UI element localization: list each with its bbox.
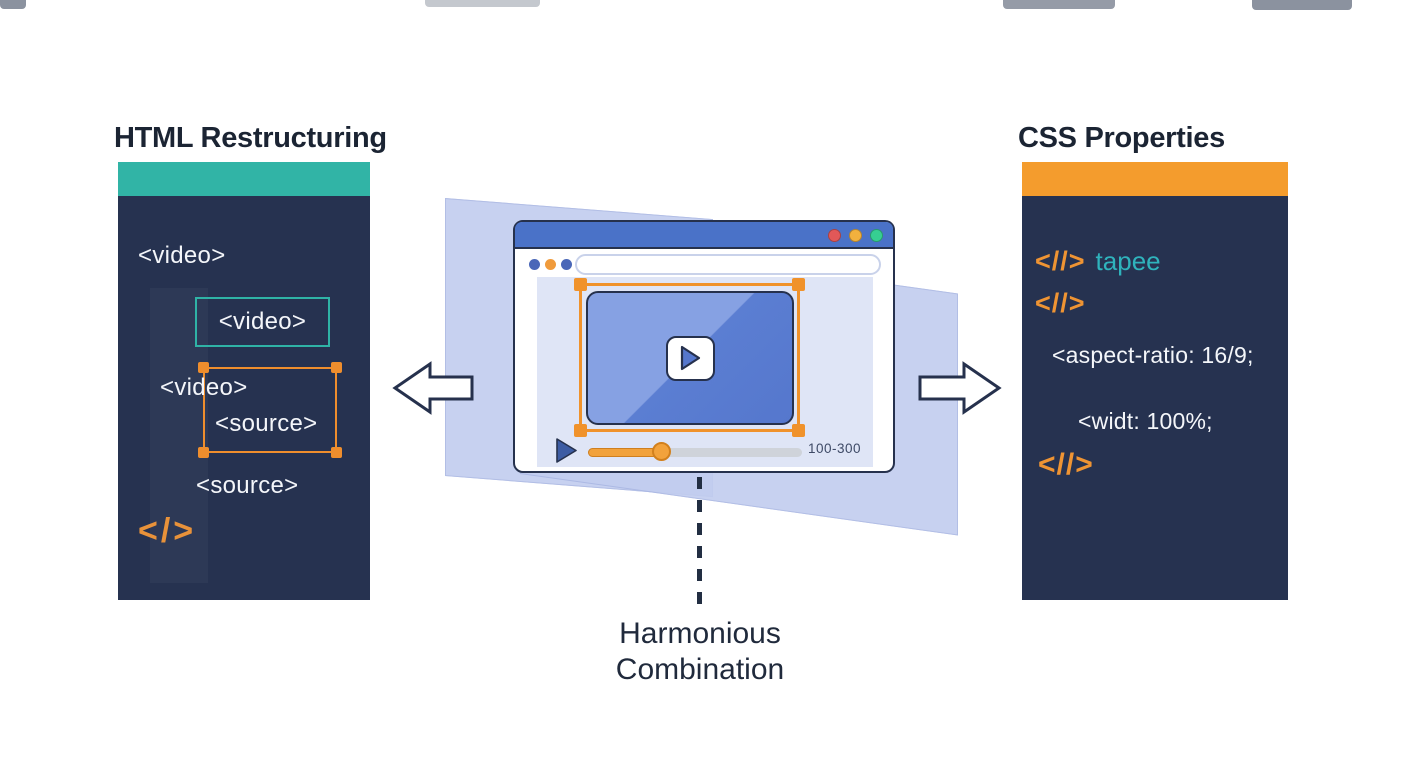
css-code-line-5: <//> — [1038, 448, 1094, 482]
top-edge-artifact — [1252, 0, 1352, 10]
video-tag-highlight-box: <video> — [195, 297, 330, 347]
source-selection-box — [198, 362, 342, 458]
toolbar-dot-icon — [561, 259, 572, 270]
browser-toolbar — [515, 249, 893, 280]
html-tag-video-inner: <video> — [160, 374, 248, 401]
player-play-icon[interactable] — [555, 438, 577, 468]
video-player — [586, 291, 794, 425]
right-panel-body: <//> tapee <//> <aspect-ratio: 16/9; <wid… — [1022, 196, 1288, 600]
html-tag-source-boxed: <source> — [215, 410, 318, 437]
video-selection-rect — [574, 278, 805, 437]
top-edge-artifact — [425, 0, 540, 7]
dashed-connector-line — [697, 477, 702, 608]
arrow-right-icon — [918, 361, 1002, 415]
css-width-rule: <widt: 100%; — [1078, 408, 1213, 434]
html-tag-video-boxed: <video> — [218, 308, 307, 335]
selection-handle[interactable] — [792, 278, 805, 291]
play-icon — [680, 345, 701, 371]
right-panel-header-bar — [1022, 162, 1288, 196]
left-panel-body: <video> <video> <video> <source> <source… — [118, 196, 370, 600]
caption: Harmonious Combination — [550, 616, 850, 688]
address-bar[interactable] — [575, 254, 881, 275]
selection-handle[interactable] — [574, 424, 587, 437]
top-edge-artifact — [1003, 0, 1115, 9]
code-slashes-icon: <//> — [1038, 448, 1094, 481]
browser-titlebar — [515, 222, 893, 249]
right-panel-title: CSS Properties — [1018, 122, 1225, 154]
toolbar-dots — [529, 259, 572, 270]
caption-line-2: Combination — [615, 653, 785, 686]
html-tag-source-below: <source> — [196, 472, 299, 499]
duration-label: 100-300 — [808, 441, 862, 456]
css-code-line-2: <//> — [1035, 288, 1086, 319]
css-aspect-ratio-rule: <aspect-ratio: 16/9; — [1052, 342, 1254, 368]
selection-handle[interactable] — [198, 447, 209, 458]
browser-window: 100-300 — [513, 220, 895, 473]
toolbar-dot-icon — [545, 259, 556, 270]
html-tag-video-outer: <video> — [138, 242, 226, 269]
code-slashes-icon: <//> — [1035, 246, 1086, 276]
selection-handle[interactable] — [331, 362, 342, 373]
css-code-line-1: <//> tapee — [1035, 246, 1161, 277]
play-button[interactable] — [665, 335, 715, 381]
code-label-tapee: tapee — [1095, 246, 1161, 276]
selection-handle[interactable] — [331, 447, 342, 458]
window-control-minimize-icon[interactable] — [849, 229, 862, 242]
selection-handle[interactable] — [574, 278, 587, 291]
code-slashes-icon: <//> — [1035, 288, 1086, 318]
code-close-icon: </> — [138, 512, 197, 550]
left-panel-header-bar — [118, 162, 370, 196]
window-control-close-icon[interactable] — [828, 229, 841, 242]
caption-line-1: Harmonious — [619, 617, 781, 650]
html-code-panel: <video> <video> <video> <source> <source… — [118, 162, 370, 600]
window-controls — [828, 229, 883, 242]
window-control-maximize-icon[interactable] — [870, 229, 883, 242]
selection-handle[interactable] — [792, 424, 805, 437]
left-panel-title: HTML Restructuring — [114, 122, 387, 154]
progress-bar[interactable] — [588, 442, 802, 461]
arrow-left-icon — [392, 361, 474, 415]
css-code-panel: <//> tapee <//> <aspect-ratio: 16/9; <wid… — [1022, 162, 1288, 600]
progress-knob[interactable] — [652, 442, 671, 461]
top-edge-artifact — [0, 0, 26, 9]
selection-handle[interactable] — [198, 362, 209, 373]
toolbar-dot-icon — [529, 259, 540, 270]
